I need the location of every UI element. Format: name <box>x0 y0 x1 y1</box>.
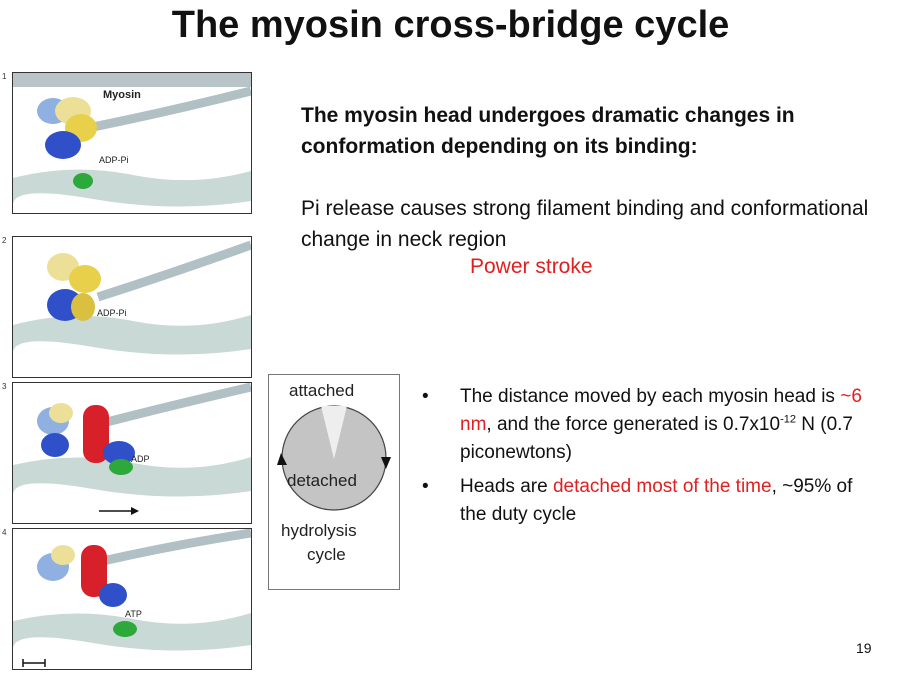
bullet-text: Heads are <box>460 476 553 497</box>
panel-number: 2 <box>2 236 7 245</box>
bullet-distance-force: • The distance moved by each myosin head… <box>420 383 870 467</box>
panel-3: ADP <box>12 382 252 524</box>
hydrolysis-label: hydrolysis <box>281 521 357 540</box>
panel-1-illustration <box>13 73 251 207</box>
panel-4-illustration <box>13 529 251 667</box>
panel-4: ATP <box>12 528 252 670</box>
hydrolysis-cycle-diagram: attached detached hydrolysis cycle <box>268 374 400 590</box>
state-label: ADP-Pi <box>99 155 129 165</box>
state-label: ADP <box>131 454 150 464</box>
bullet-text: , and the force generated is 0.7x10 <box>486 414 781 435</box>
page-number: 19 <box>856 640 872 656</box>
bullet-dot: • <box>422 476 429 497</box>
myosin-label: Myosin <box>103 89 141 101</box>
bullet-detached: • Heads are detached most of the time, ~… <box>420 473 870 529</box>
panel-number: 3 <box>2 382 7 391</box>
power-stroke-label: Power stroke <box>470 255 593 278</box>
slide-title: The myosin cross-bridge cycle <box>171 4 730 46</box>
cross-bridge-figure: 1 Myosin ADP-Pi 2 ADP-Pi 3 <box>0 70 252 676</box>
panel-number: 4 <box>2 528 7 537</box>
panel-number: 1 <box>2 72 7 81</box>
highlight-detached: detached most of the time <box>552 476 772 497</box>
panel-2-illustration <box>13 240 251 355</box>
bullet-text: , ~95% of the duty cycle <box>460 476 853 525</box>
attached-label: attached <box>289 381 355 400</box>
highlight-distance: ~6 nm <box>460 386 862 435</box>
bullet-list: • The distance moved by each myosin head… <box>420 383 870 535</box>
bullet-text: The distance moved by each myosin head i… <box>460 386 841 407</box>
panel-3-illustration <box>13 383 251 515</box>
detached-label: detached <box>287 471 357 490</box>
state-label: ADP-Pi <box>97 308 127 318</box>
pi-release-text: Pi release causes strong filament bindin… <box>301 197 869 251</box>
bullet-dot: • <box>422 386 429 407</box>
exponent: -12 <box>780 413 796 426</box>
panel-1: Myosin ADP-Pi <box>12 72 252 214</box>
cycle-label: cycle <box>307 545 346 564</box>
section-heading: The myosin head undergoes dramatic chang… <box>301 104 795 158</box>
state-label: ATP <box>125 609 142 619</box>
panel-2: ADP-Pi <box>12 236 252 378</box>
bullet-text: N (0.7 piconewtons) <box>460 414 853 463</box>
cycle-illustration <box>277 405 391 511</box>
